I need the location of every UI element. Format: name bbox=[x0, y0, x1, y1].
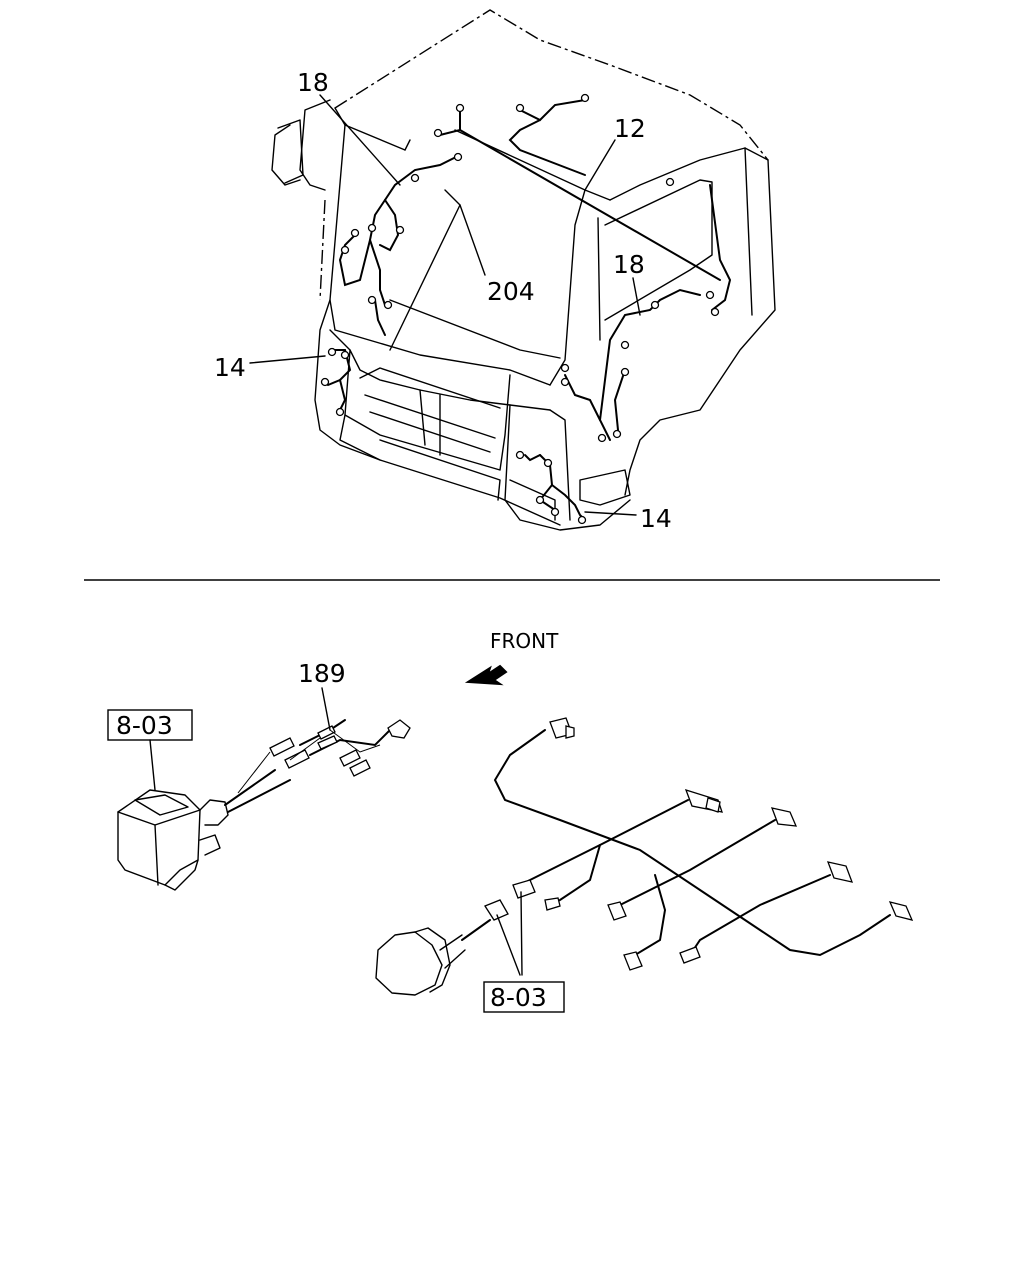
callout-14-left: 14 bbox=[214, 353, 246, 382]
ref-lower-leader-1 bbox=[496, 914, 521, 976]
callout-189: 189 bbox=[298, 659, 346, 688]
ref-box-lower bbox=[483, 981, 565, 1013]
callout-18-left: 18 bbox=[297, 68, 329, 97]
front-arrow-icon bbox=[464, 664, 508, 686]
front-label: FRONT bbox=[490, 629, 559, 653]
callout-18-right: 18 bbox=[613, 250, 645, 279]
callout-189-leader bbox=[321, 687, 331, 731]
ref-lower-leader-2 bbox=[520, 891, 523, 976]
ref-upper-leader bbox=[149, 739, 156, 791]
lamp-harness-189 bbox=[299, 719, 411, 777]
wire-harness-layout bbox=[493, 717, 914, 971]
ref-8-03-upper: 8-03 bbox=[116, 711, 173, 740]
cab-harness-wires bbox=[320, 93, 732, 525]
callout-leaders-top bbox=[249, 94, 641, 516]
bulb-lamp bbox=[375, 899, 509, 996]
ref-8-03-lower: 8-03 bbox=[490, 983, 547, 1012]
callout-12: 12 bbox=[614, 114, 646, 143]
truck-cab-illustration bbox=[271, 9, 776, 531]
lamp-assembly bbox=[117, 737, 321, 891]
callout-204: 204 bbox=[487, 277, 535, 306]
callout-14-right: 14 bbox=[640, 504, 672, 533]
